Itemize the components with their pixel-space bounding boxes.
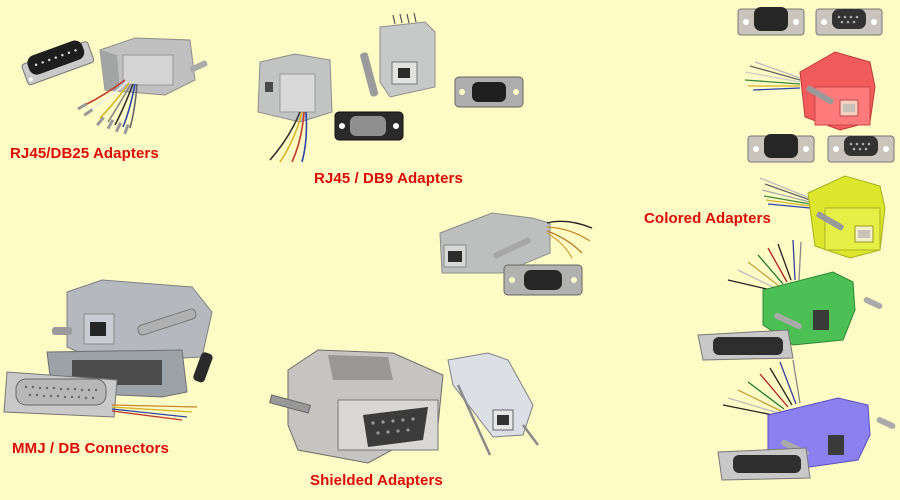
rj45-db9-adapter-image[interactable] xyxy=(240,12,525,172)
db9-male-illustration-2 xyxy=(747,134,815,163)
purple-adapter-image[interactable] xyxy=(717,359,900,481)
mmj-db-illustration xyxy=(3,279,213,421)
db9-adapter-illustration xyxy=(257,12,524,163)
rj45-db9-gray-adapter-image[interactable] xyxy=(432,183,597,303)
red-adapter-illustration xyxy=(744,51,876,131)
db25-adapter-illustration xyxy=(21,37,208,135)
db9-female-illustration-2 xyxy=(827,135,895,163)
category-link-mmj-db[interactable]: MMJ / DB Connectors xyxy=(12,440,169,457)
shielded-adapter-image[interactable] xyxy=(268,345,568,465)
red-adapter-image[interactable] xyxy=(744,42,895,131)
db9-female-connector-2-image[interactable] xyxy=(827,132,896,164)
green-adapter-image[interactable] xyxy=(693,239,893,361)
shielded-adapter-illustration xyxy=(269,349,539,464)
category-link-colored[interactable]: Colored Adapters xyxy=(644,210,771,227)
db9-female-illustration xyxy=(815,8,883,36)
category-link-rj45-db9[interactable]: RJ45 / DB9 Adapters xyxy=(314,170,463,187)
purple-adapter-illustration xyxy=(717,359,896,481)
yellow-adapter-illustration xyxy=(759,175,886,259)
db9-female-connector-image[interactable] xyxy=(815,5,884,37)
db9-male-illustration xyxy=(737,7,805,36)
yellow-adapter-image[interactable] xyxy=(759,168,900,259)
db9-male-connector-2-image[interactable] xyxy=(747,132,816,164)
db9-gray-adapter-illustration xyxy=(439,212,593,296)
category-link-shielded[interactable]: Shielded Adapters xyxy=(310,472,443,489)
rj45-db25-adapter-image[interactable] xyxy=(5,10,220,135)
green-adapter-illustration xyxy=(697,239,883,361)
db9-male-connector-image[interactable] xyxy=(737,5,806,37)
category-link-rj45-db25[interactable]: RJ45/DB25 Adapters xyxy=(10,145,159,162)
mmj-db-connector-image[interactable] xyxy=(2,272,232,427)
